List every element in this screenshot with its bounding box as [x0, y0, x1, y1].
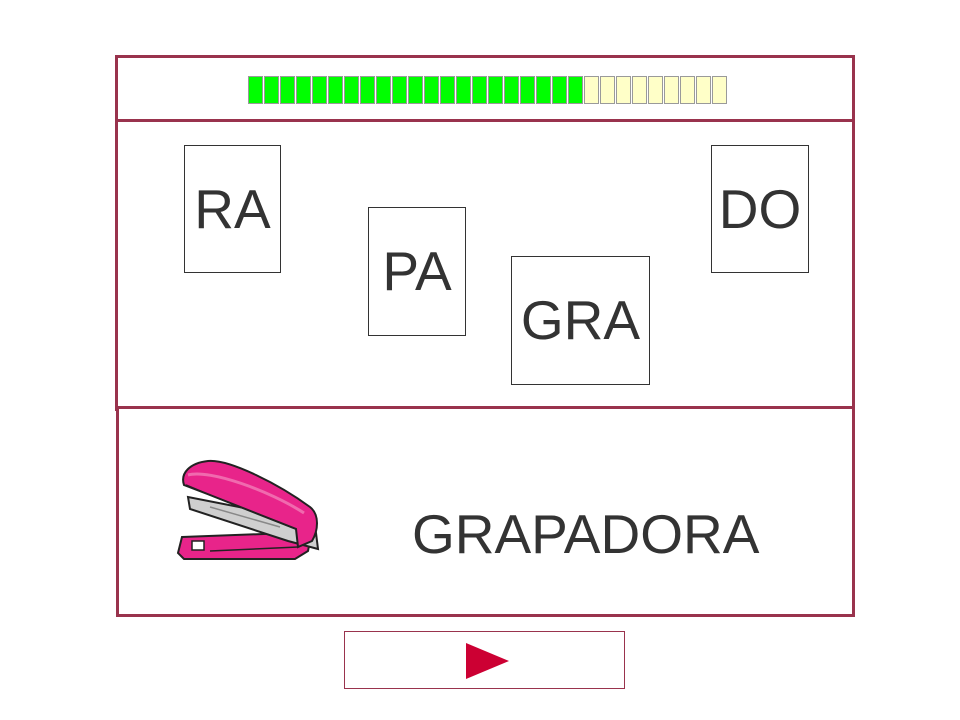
progress-segment [504, 76, 519, 104]
syllable-card[interactable]: PA [368, 207, 466, 336]
progress-segment [408, 76, 423, 104]
progress-segment [328, 76, 343, 104]
progress-segment [616, 76, 631, 104]
progress-segment [648, 76, 663, 104]
play-icon [466, 643, 509, 679]
progress-segment [248, 76, 263, 104]
target-word: GRAPADORA [412, 503, 760, 565]
progress-segment [584, 76, 599, 104]
progress-segment [520, 76, 535, 104]
progress-segment [296, 76, 311, 104]
progress-segment [376, 76, 391, 104]
progress-segment [680, 76, 695, 104]
progress-segment [472, 76, 487, 104]
stapler-icon [176, 459, 320, 560]
progress-segment [536, 76, 551, 104]
progress-segment [264, 76, 279, 104]
progress-segment [280, 76, 295, 104]
progress-segment [344, 76, 359, 104]
progress-segment [392, 76, 407, 104]
progress-segment [360, 76, 375, 104]
progress-segment [456, 76, 471, 104]
syllable-card[interactable]: RA [184, 145, 281, 273]
progress-segment [600, 76, 615, 104]
next-button[interactable] [344, 631, 625, 689]
progress-segment [664, 76, 679, 104]
progress-segment [712, 76, 727, 104]
progress-segment [696, 76, 711, 104]
progress-bar [248, 76, 727, 106]
progress-segment [440, 76, 455, 104]
progress-segment [552, 76, 567, 104]
progress-segment [424, 76, 439, 104]
progress-segment [632, 76, 647, 104]
progress-segment [312, 76, 327, 104]
syllable-card[interactable]: GRA [511, 256, 650, 385]
syllable-card[interactable]: DO [711, 145, 809, 273]
progress-segment [488, 76, 503, 104]
progress-segment [568, 76, 583, 104]
